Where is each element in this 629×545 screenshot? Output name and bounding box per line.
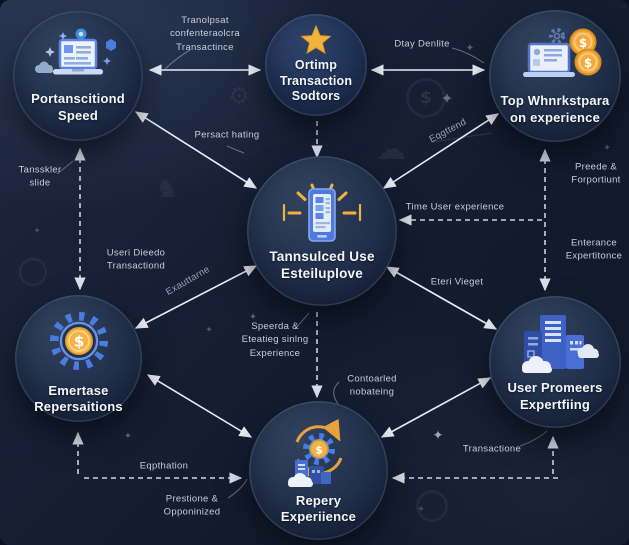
edge-label: Eqpthation <box>139 460 189 472</box>
arrow-tl-mc <box>134 111 258 189</box>
dollar-glyph: $ <box>315 443 323 456</box>
gear-coin-icon: $ <box>40 302 118 380</box>
node-label: Emertase Repersaitions <box>34 382 123 414</box>
squiggle-doodles <box>56 47 548 499</box>
node-user-experience-core: Tannsulced Use Esteiluplove <box>247 156 397 306</box>
node-repersaitions: $ Emertase Repersaitions <box>15 295 142 422</box>
squiggle <box>519 430 548 447</box>
node-label: Top Whnrkstpara on experience <box>500 93 610 125</box>
edge-label: Speerda & Eteatieg sinlng Experience <box>241 321 309 359</box>
laptop-icon <box>32 28 124 88</box>
squiggle <box>56 160 74 175</box>
edge-label: Enterance Expertitonce <box>565 237 623 262</box>
tablet-rays-icon <box>272 180 372 246</box>
node-label: Ortimp Transaction Sodtors <box>279 58 353 104</box>
squiggle <box>333 381 340 405</box>
edge-label: Dtay Denlite <box>394 38 450 50</box>
edge-label: Tranolpsat confenteraolcra Transactince <box>170 15 240 53</box>
edge-label: Prestione & Opponinized <box>163 493 221 518</box>
squiggle <box>451 47 485 64</box>
laptop-coins-icon: $ $ <box>507 26 603 90</box>
arrow-bl-bc <box>146 374 253 438</box>
arrow-mc-bl <box>134 265 258 329</box>
edge-label: Tansskler slide <box>18 164 62 189</box>
node-workspace-experience: $ $ Top Whnrkstpara on experience <box>489 10 621 142</box>
dashed-arrows <box>72 121 559 484</box>
dollar-glyph: $ <box>584 56 592 70</box>
node-transaction-speed: Portanscitiond Speed <box>13 11 143 141</box>
arrow-br-bc <box>380 377 492 438</box>
buildings-icon <box>508 311 602 377</box>
node-transaction-factors: Ortimp Transaction Sodtors <box>265 14 367 116</box>
arrow-mc-br <box>385 266 498 330</box>
node-repery-experience: $ Repery Experiience <box>249 401 388 540</box>
node-user-promeers: User Promeers Expertfiing <box>489 296 621 428</box>
squiggle <box>164 49 191 70</box>
star-icon <box>300 25 332 55</box>
edge-label: Contoarled nobateing <box>347 373 397 398</box>
squiggle <box>294 312 310 330</box>
dollar-glyph: $ <box>73 332 84 350</box>
edge-label: Persact hating <box>194 129 260 141</box>
edge-label: Eteri Vieget <box>430 276 484 288</box>
edge-label: Time User experience <box>405 201 505 213</box>
node-label: User Promeers Expertfiing <box>507 380 603 412</box>
edge-label: Preede & Forportiunt <box>571 161 621 186</box>
node-label: Tannsulced Use Esteiluplove <box>269 248 375 281</box>
cycle-gear-coin-icon: $ <box>269 416 369 490</box>
solid-arrows <box>134 64 500 438</box>
arrow-tr-mc <box>382 113 500 189</box>
faint-line <box>431 132 493 143</box>
squiggle <box>227 478 248 499</box>
edge-label: Useri Dieedo Transactiond <box>106 247 166 272</box>
dollar-glyph: $ <box>579 36 587 50</box>
node-label: Repery Experiience <box>280 492 357 524</box>
squiggle <box>226 145 245 154</box>
node-label: Portanscitiond Speed <box>31 91 125 123</box>
edge-label: Transactione <box>462 443 522 455</box>
